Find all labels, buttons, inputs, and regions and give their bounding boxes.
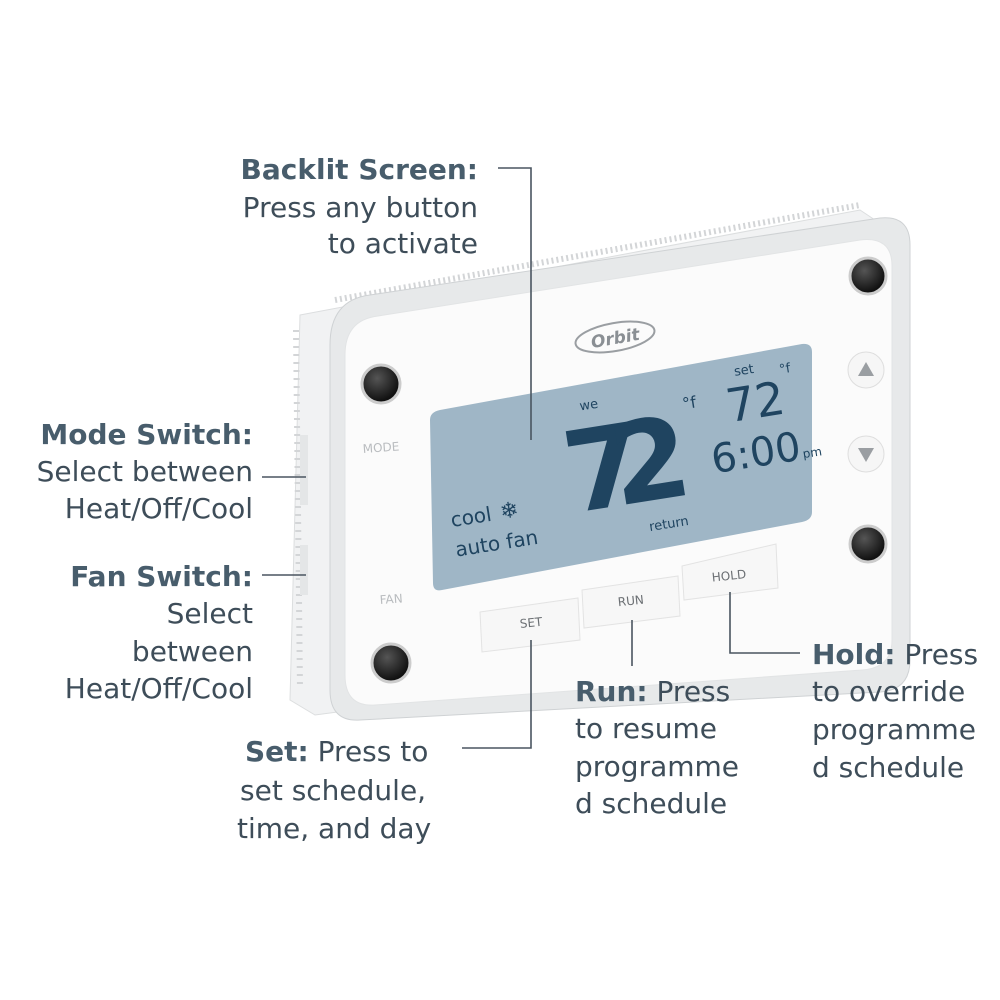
corner-screw — [360, 363, 402, 405]
set-button[interactable]: SET — [479, 597, 581, 653]
lcd-screen — [430, 343, 812, 591]
callout-text: Press — [648, 675, 731, 708]
lcd-day: we — [578, 397, 599, 415]
fan-switch[interactable] — [300, 545, 308, 595]
callout-text: Heat/Off/Cool — [65, 672, 253, 705]
callout-text: d schedule — [812, 751, 964, 784]
callout-backlit: Backlit Screen: Press any button to acti… — [241, 153, 478, 260]
corner-screw — [370, 642, 412, 684]
lcd-current-temp: 72 — [555, 392, 699, 540]
callout-fan: Fan Switch: Select between Heat/Off/Cool — [65, 560, 253, 705]
callout-text: Heat/Off/Cool — [65, 492, 253, 525]
vent-top — [334, 202, 861, 303]
callout-text: set schedule, — [240, 774, 426, 807]
set-button-label: SET — [519, 615, 544, 631]
callout-title: Run: — [575, 675, 648, 708]
hold-button[interactable]: HOLD — [681, 543, 779, 601]
snowflake-icon: ❄ — [498, 498, 520, 526]
set-leader-line — [462, 640, 532, 749]
callout-title: Mode Switch: — [40, 418, 253, 451]
up-arrow-icon — [858, 362, 874, 376]
svg-text:Hold: Press: Hold: Press — [812, 638, 978, 671]
lcd-set-unit: °f — [778, 361, 792, 378]
callout-text: Press to — [309, 735, 429, 768]
callout-text: to override — [812, 675, 965, 708]
down-button[interactable] — [847, 435, 885, 473]
callout-text: Press any button — [243, 191, 478, 224]
fan-label: FAN — [379, 591, 403, 607]
callout-text: d schedule — [575, 787, 727, 820]
callout-title: Set: — [245, 735, 309, 768]
callout-text: to resume — [575, 712, 717, 745]
svg-text:Set: Press to: Set: Press to — [245, 735, 428, 768]
run-button[interactable]: RUN — [581, 575, 681, 629]
callout-text: between — [132, 635, 253, 668]
svg-text:Run: Press: Run: Press — [575, 675, 730, 708]
lcd-ampm: pm — [802, 444, 823, 461]
lcd-set-label: set — [733, 362, 755, 380]
callout-text: programme — [812, 713, 976, 746]
callout-hold: Hold: Press to override programme d sche… — [812, 638, 978, 784]
callout-text: to activate — [328, 227, 478, 260]
hold-button-label: HOLD — [711, 567, 747, 585]
callout-text: Select between — [37, 455, 253, 488]
callout-mode: Mode Switch: Select between Heat/Off/Coo… — [37, 418, 253, 525]
lcd-set-temp: 72 — [722, 371, 788, 433]
callout-title: Hold: — [812, 638, 896, 671]
lcd-current-unit: °f — [681, 392, 698, 413]
mode-label: MODE — [362, 439, 400, 456]
down-arrow-icon — [858, 448, 874, 462]
corner-screw — [848, 256, 888, 296]
lcd-sensor: return — [648, 514, 690, 535]
callout-text: time, and day — [237, 812, 431, 845]
corner-screw — [848, 524, 888, 564]
run-button-label: RUN — [617, 593, 644, 610]
callout-run: Run: Press to resume programme d schedul… — [575, 675, 739, 820]
callout-title: Fan Switch: — [70, 560, 253, 593]
callout-text: Press — [896, 638, 979, 671]
mode-switch[interactable] — [300, 435, 308, 505]
callout-title: Backlit Screen: — [241, 153, 478, 186]
backlit-leader-line — [498, 167, 532, 440]
callout-text: programme — [575, 750, 739, 783]
hold-leader-line — [729, 592, 800, 654]
up-button[interactable] — [847, 351, 885, 389]
callout-set: Set: Press to set schedule, time, and da… — [237, 735, 431, 845]
brand-logo — [574, 320, 656, 354]
callout-text: Select — [167, 597, 253, 630]
thermostat-device: Orbit cool ❄ auto fan we 72 °f return se… — [289, 202, 911, 721]
